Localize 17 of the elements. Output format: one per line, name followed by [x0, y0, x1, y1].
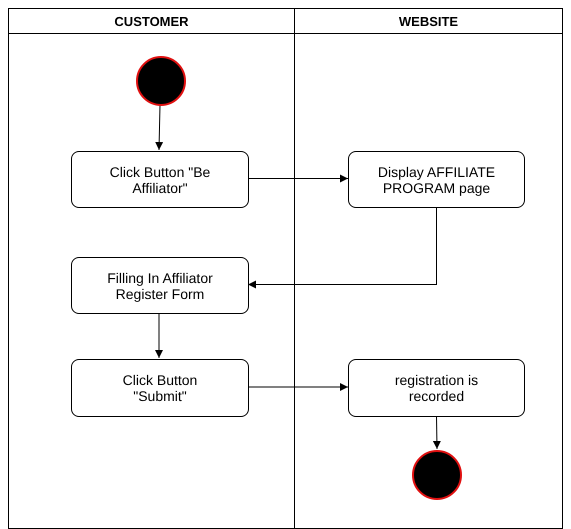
activity-box: Display AFFILIATE PROGRAM page: [348, 151, 525, 208]
activity-node-circle: [412, 450, 462, 500]
activity-box: registration is recorded: [348, 359, 525, 417]
arrow: [248, 206, 437, 288]
arrow: [248, 174, 348, 182]
activity-box: Filling In Affiliator Register Form: [71, 257, 249, 314]
arrow: [248, 383, 348, 391]
lane-header: CUSTOMER: [9, 9, 294, 34]
activity-box: Click Button "Submit": [71, 359, 249, 417]
activity-node-circle: [136, 56, 186, 106]
swimlane: [295, 8, 563, 529]
swimlane: [8, 8, 295, 529]
arrow: [432, 416, 441, 450]
activity-box: Click Button "Be Affiliator": [71, 151, 249, 208]
arrow: [155, 104, 164, 150]
arrow: [155, 312, 163, 358]
lane-header: WEBSITE: [295, 9, 562, 34]
